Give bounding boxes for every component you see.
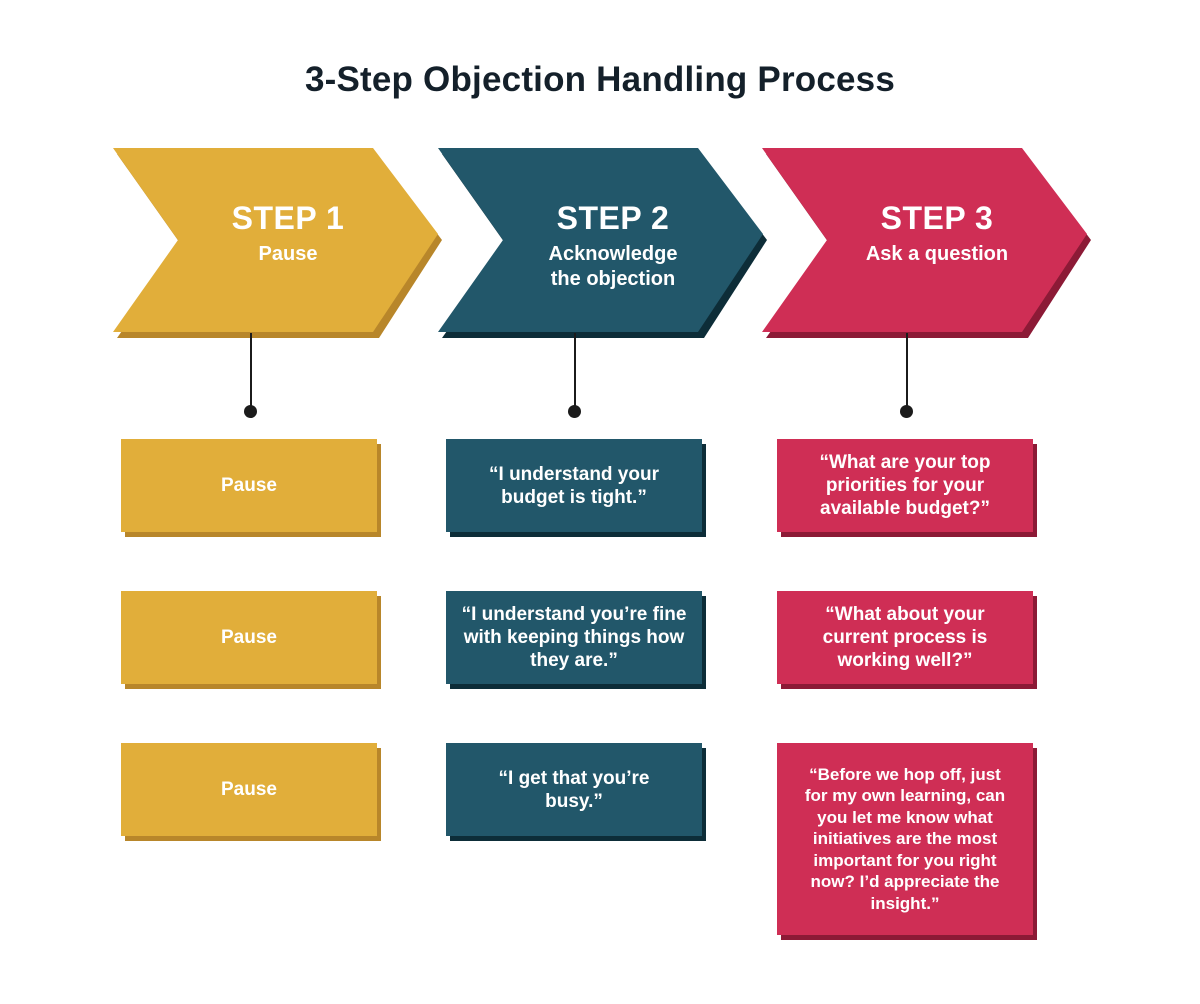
step-1-card-3: Pause [121, 743, 377, 836]
diagram-title: 3-Step Objection Handling Process [304, 60, 896, 99]
step-3-text: STEP 3 Ask a question [822, 198, 1052, 267]
step-3-chevron: STEP 3 Ask a question [762, 148, 1092, 338]
step-1-connector-line [250, 333, 252, 411]
step-3-connector-dot [900, 405, 913, 418]
step-2-card-2: “I understand you’re fine with keeping t… [446, 591, 702, 684]
step-2-label: Acknowledge the objection [548, 243, 678, 290]
step-2-card-3: “I get that you’re busy.” [446, 743, 702, 836]
step-1-card-1: Pause [121, 439, 377, 532]
step-1-card-2: Pause [121, 591, 377, 684]
step-1-label: Pause [258, 243, 318, 265]
step-3-connector-line [906, 333, 908, 411]
step-3-heading: STEP 3 [880, 200, 994, 236]
step-2-text: STEP 2 Acknowledge the objection [498, 198, 728, 292]
step-3-card-3: “Before we hop off, just for my own lear… [777, 743, 1033, 935]
step-1-chevron: STEP 1 Pause [113, 148, 443, 338]
step-1-heading: STEP 1 [231, 200, 345, 236]
step-2-card-1: “I understand your budget is tight.” [446, 439, 702, 532]
step-2-connector-line [574, 333, 576, 411]
step-1-text: STEP 1 Pause [173, 198, 403, 267]
step-3-label: Ask a question [865, 243, 1009, 265]
step-1-connector-dot [244, 405, 257, 418]
step-2-chevron: STEP 2 Acknowledge the objection [438, 148, 768, 338]
step-3-card-2: “What about your current process is work… [777, 591, 1033, 684]
step-2-connector-dot [568, 405, 581, 418]
step-2-heading: STEP 2 [556, 200, 670, 236]
chevron-shape [113, 148, 442, 338]
step-3-card-1: “What are your top priorities for your a… [777, 439, 1033, 532]
chevron-shape [762, 148, 1091, 338]
chevron-shape [438, 148, 767, 338]
